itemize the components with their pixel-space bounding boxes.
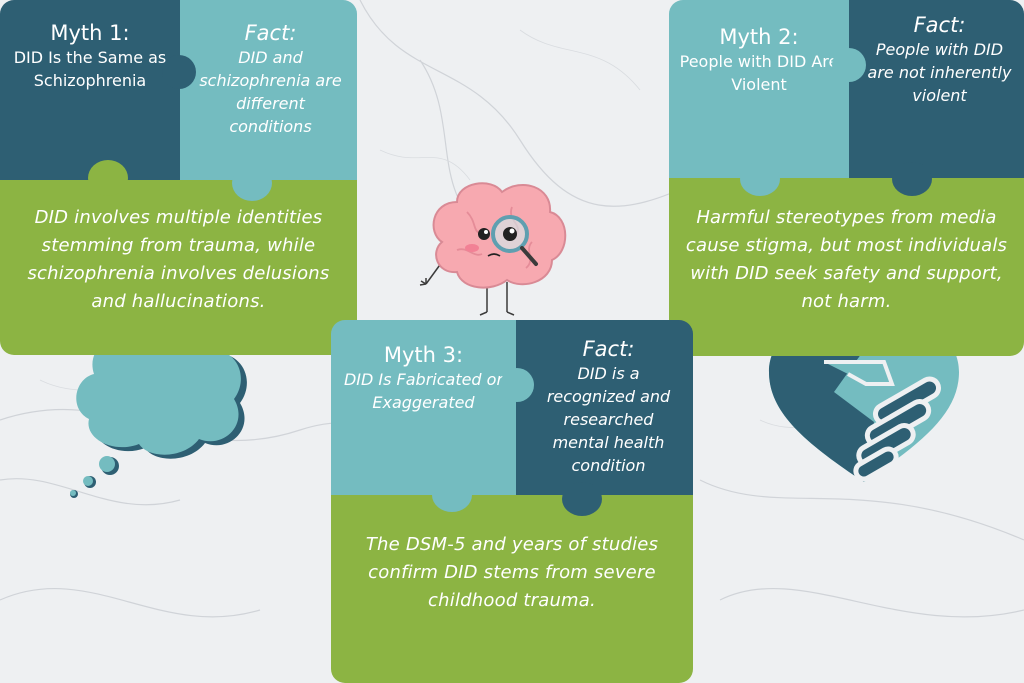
card3-myth-text: DID Is Fabricated or Exaggerated bbox=[343, 370, 504, 412]
card2-fact-text: People with DID are not inherently viole… bbox=[867, 40, 1012, 105]
card3-explanation-panel: The DSM-5 and years of studies confirm D… bbox=[331, 495, 693, 683]
card3-fact-text: DID is a recognized and researched menta… bbox=[546, 364, 671, 475]
card2-puzzle-knob bbox=[832, 48, 866, 82]
card1-explanation-panel: DID involves multiple identities stemmin… bbox=[0, 180, 357, 355]
card1-myth-text: DID Is the Same as Schizophrenia bbox=[13, 48, 167, 90]
card1-explanation: DID involves multiple identities stemmin… bbox=[27, 207, 330, 312]
card1-puzzle-knob-bottom-right bbox=[232, 165, 272, 201]
card3-explanation: The DSM-5 and years of studies confirm D… bbox=[365, 534, 659, 611]
card2-puzzle-knob-bottom-left bbox=[740, 162, 780, 196]
card1-fact-text: DID and schizophrenia are different cond… bbox=[199, 48, 342, 136]
card2-puzzle-knob-bottom-right bbox=[892, 162, 932, 196]
card1-myth-tile: Myth 1: DID Is the Same as Schizophrenia bbox=[0, 0, 180, 180]
card1-fact-title: Fact: bbox=[244, 21, 297, 45]
card2-explanation: Harmful stereotypes from media cause sti… bbox=[685, 207, 1008, 312]
card3-fact-tile: Fact: DID is a recognized and researched… bbox=[516, 320, 693, 495]
card2-fact-title: Fact: bbox=[913, 13, 966, 37]
card2-explanation-panel: Harmful stereotypes from media cause sti… bbox=[669, 178, 1024, 356]
card3-myth-tile: Myth 3: DID Is Fabricated or Exaggerated bbox=[331, 320, 516, 495]
card3-fact-title: Fact: bbox=[582, 337, 635, 361]
card1-puzzle-knob bbox=[162, 55, 196, 89]
magnifying-glass-icon bbox=[491, 215, 538, 266]
card2-myth-text: People with DID Are Violent bbox=[679, 52, 839, 94]
card2-myth-tile: Myth 2: People with DID Are Violent bbox=[669, 0, 849, 178]
card3-puzzle-knob bbox=[500, 368, 534, 402]
thought-bubble-icon bbox=[70, 326, 247, 498]
card2-fact-tile: Fact: People with DID are not inherently… bbox=[849, 0, 1024, 178]
brain-mascot-icon bbox=[419, 182, 567, 316]
card1-myth-title: Myth 1: bbox=[50, 21, 130, 45]
card1-fact-tile: Fact: DID and schizophrenia are differen… bbox=[180, 0, 357, 180]
card3-puzzle-knob-bottom-left bbox=[432, 478, 472, 512]
card3-myth-title: Myth 3: bbox=[383, 343, 464, 367]
card3-puzzle-knob-bottom-right bbox=[562, 482, 602, 516]
card1-puzzle-knob-bottom-left bbox=[88, 160, 128, 196]
handshake-heart-icon bbox=[769, 324, 959, 482]
card2-myth-title: Myth 2: bbox=[719, 25, 799, 49]
